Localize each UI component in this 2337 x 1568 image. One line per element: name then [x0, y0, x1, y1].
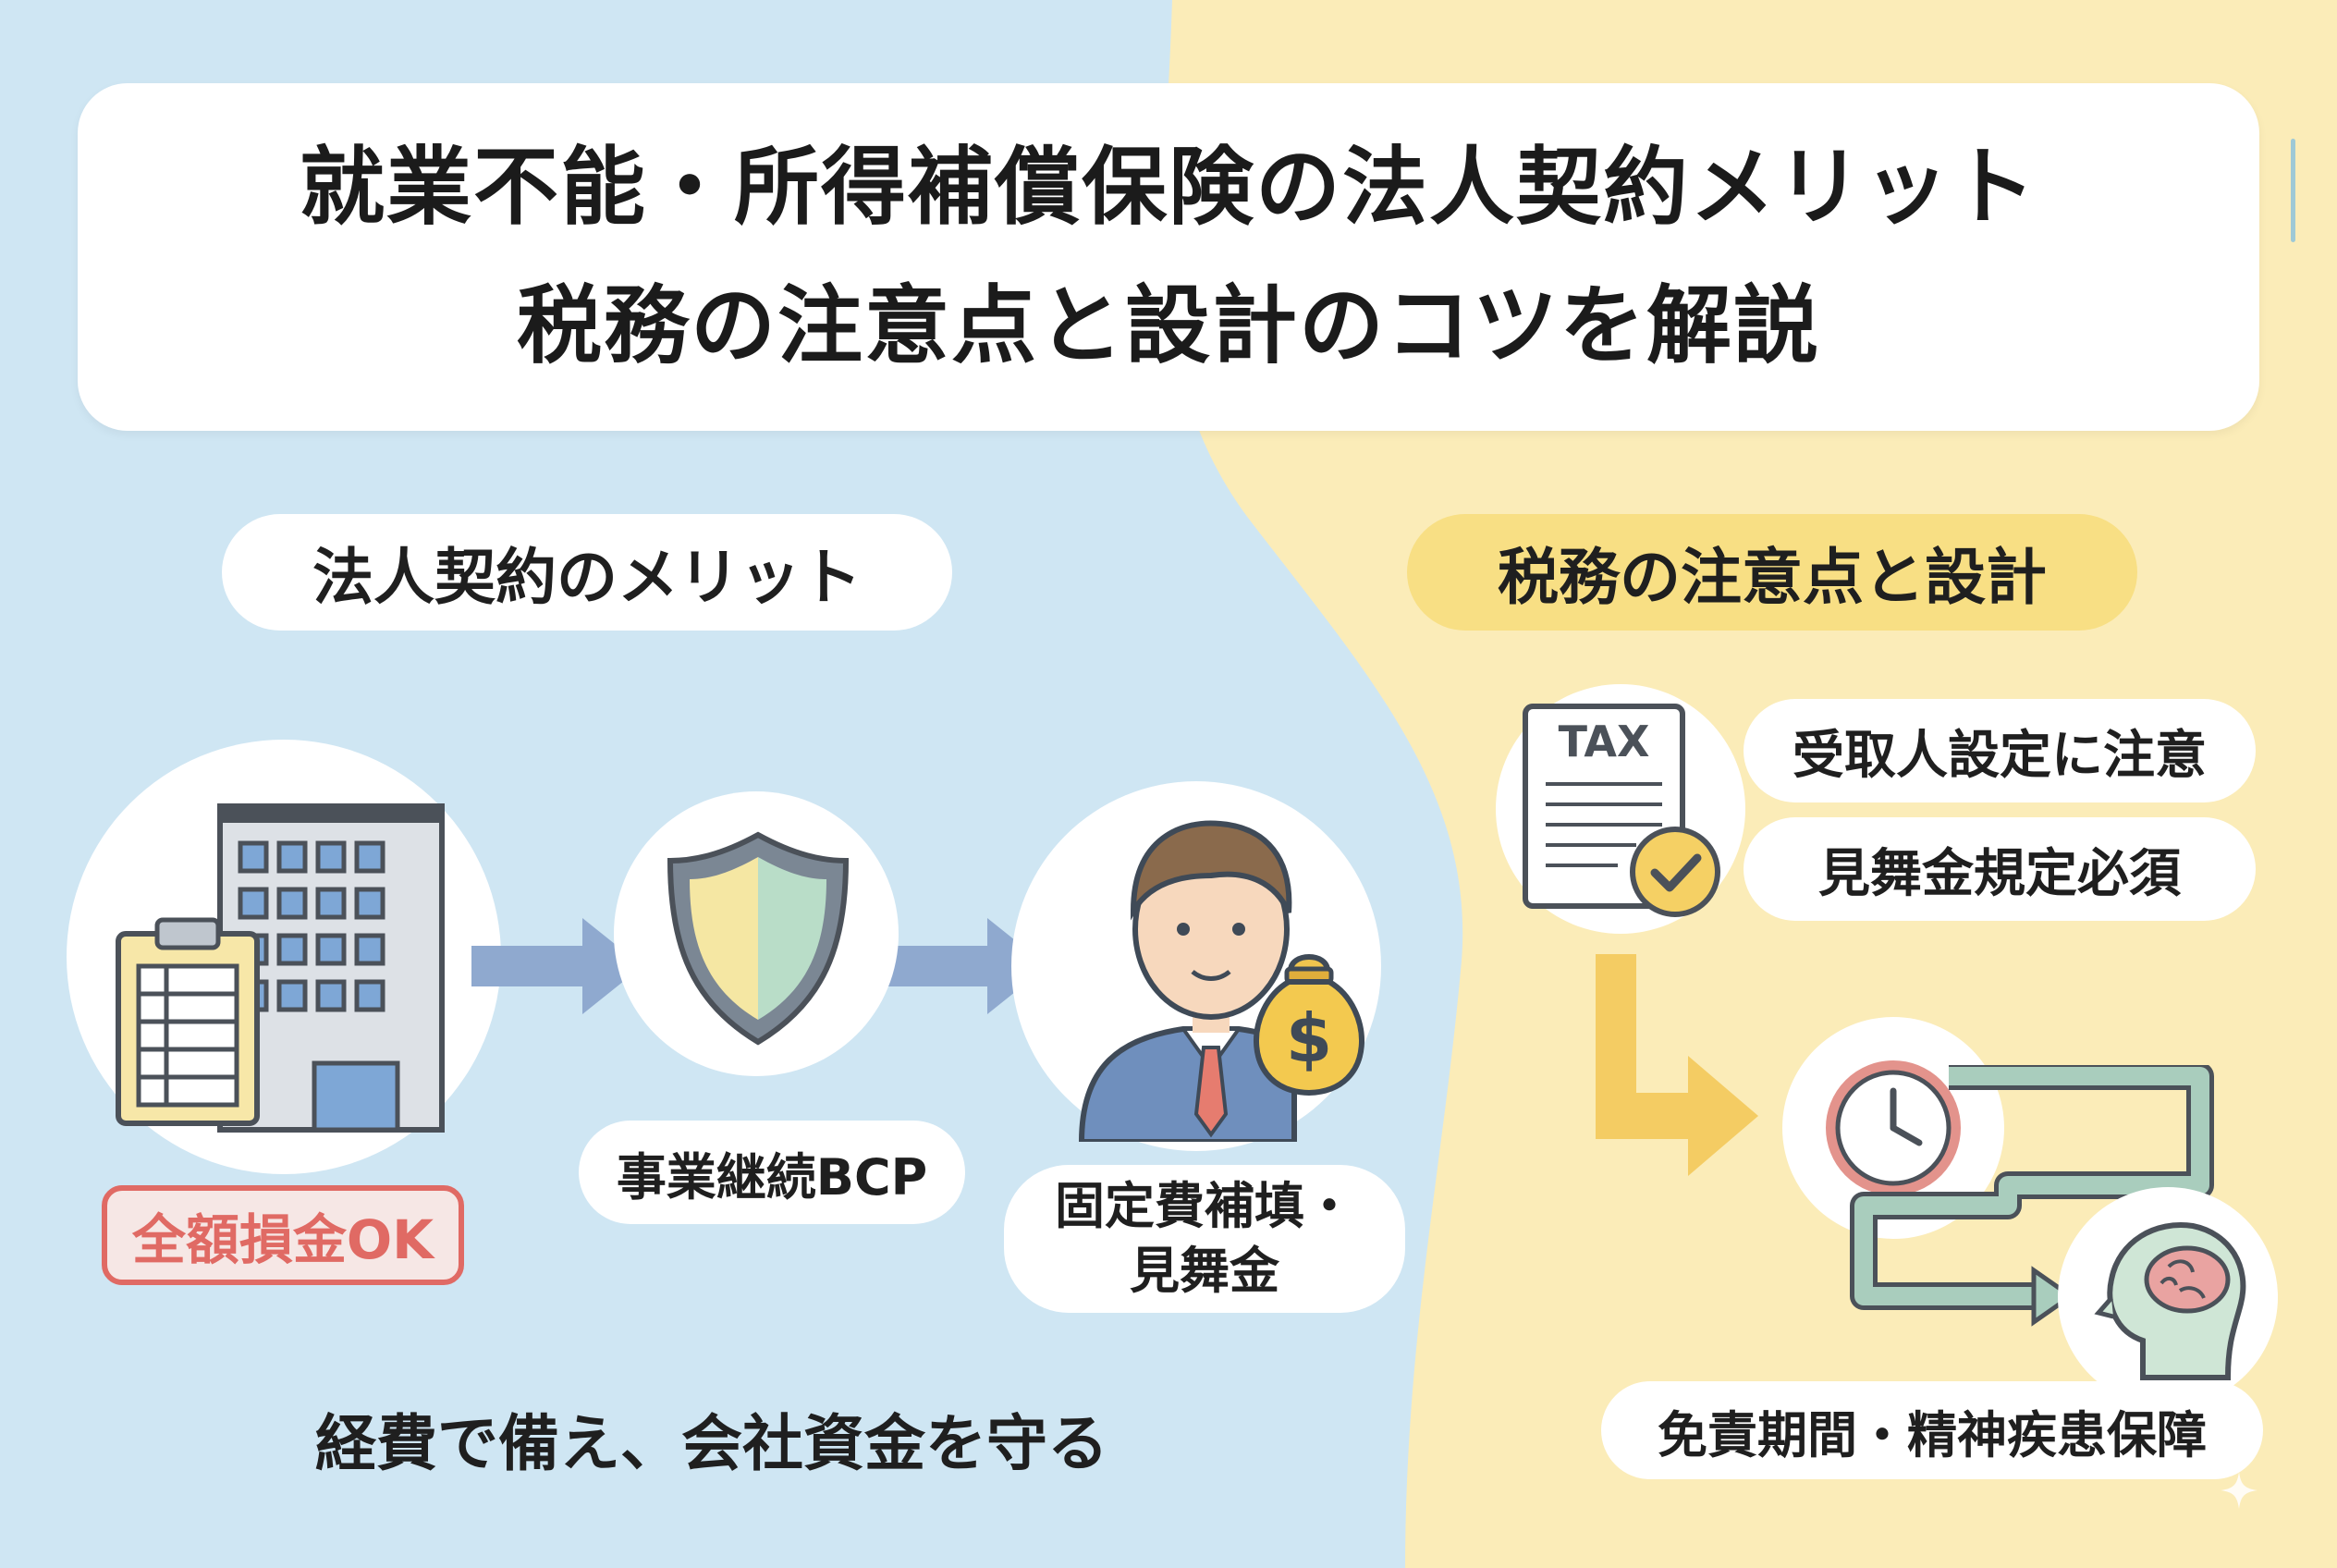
exemption-period-label-text: 免責期間・精神疾患保障	[1658, 1405, 2207, 1464]
building-icon	[116, 803, 445, 1133]
right-section-heading-text: 税務の注意点と設計	[1498, 542, 2047, 613]
left-footer-text: 経費で備え、会社資金を守る	[315, 1408, 1108, 1479]
right-section-heading: 税務の注意点と設計	[1407, 514, 2137, 631]
dollar-symbol: $	[1286, 999, 1332, 1077]
clock-icon	[1826, 1060, 1961, 1195]
arrow-right-icon	[876, 918, 1047, 1014]
note-beneficiary-text: 受取人設定に注意	[1793, 725, 2207, 786]
note-condolence-rule-text: 見舞金規定必須	[1818, 843, 2181, 904]
sparkle-icon	[2221, 1472, 2257, 1509]
exemption-period-label: 免責期間・精神疾患保障	[1601, 1381, 2263, 1479]
page-title-line1: 就業不能・所得補償保険の法人契約メリット	[299, 138, 2037, 237]
bcp-label: 事業継続BCP	[579, 1121, 965, 1224]
page-title-line2: 税務の注意点と設計のコツを解説	[516, 276, 1820, 375]
note-condolence-rule: 見舞金規定必須	[1744, 817, 2256, 921]
winding-path	[1850, 1065, 2214, 1327]
tax-document-text: TAX	[1559, 717, 1650, 766]
shield-icon	[667, 831, 850, 1046]
fixed-cost-label-line1: 固定費補填・	[1055, 1177, 1354, 1235]
brain-head-icon	[2094, 1222, 2246, 1380]
left-section-heading: 法人契約のメリット	[222, 514, 952, 631]
tax-document-icon: TAX	[1523, 704, 1720, 917]
note-beneficiary: 受取人設定に注意	[1744, 699, 2256, 802]
arrow-right-icon	[471, 918, 642, 1014]
title-card: 就業不能・所得補償保険の法人契約メリット 税務の注意点と設計のコツを解説	[78, 83, 2295, 431]
businessman-icon	[1078, 820, 1297, 1142]
money-bag-icon: $	[1254, 954, 1364, 1096]
left-section-heading-text: 法人契約のメリット	[312, 542, 862, 613]
fixed-cost-label: 固定費補填・ 見舞金	[1004, 1165, 1405, 1313]
fixed-cost-label-line2: 見舞金	[1130, 1242, 1279, 1300]
title-accent-bar	[2291, 139, 2295, 242]
arrow-down-right-icon	[1596, 954, 1758, 1176]
full-deduction-badge-text: 全額損金OK	[131, 1208, 434, 1271]
bcp-label-text: 事業継続BCP	[616, 1147, 928, 1207]
full-deduction-badge: 全額損金OK	[102, 1185, 464, 1285]
